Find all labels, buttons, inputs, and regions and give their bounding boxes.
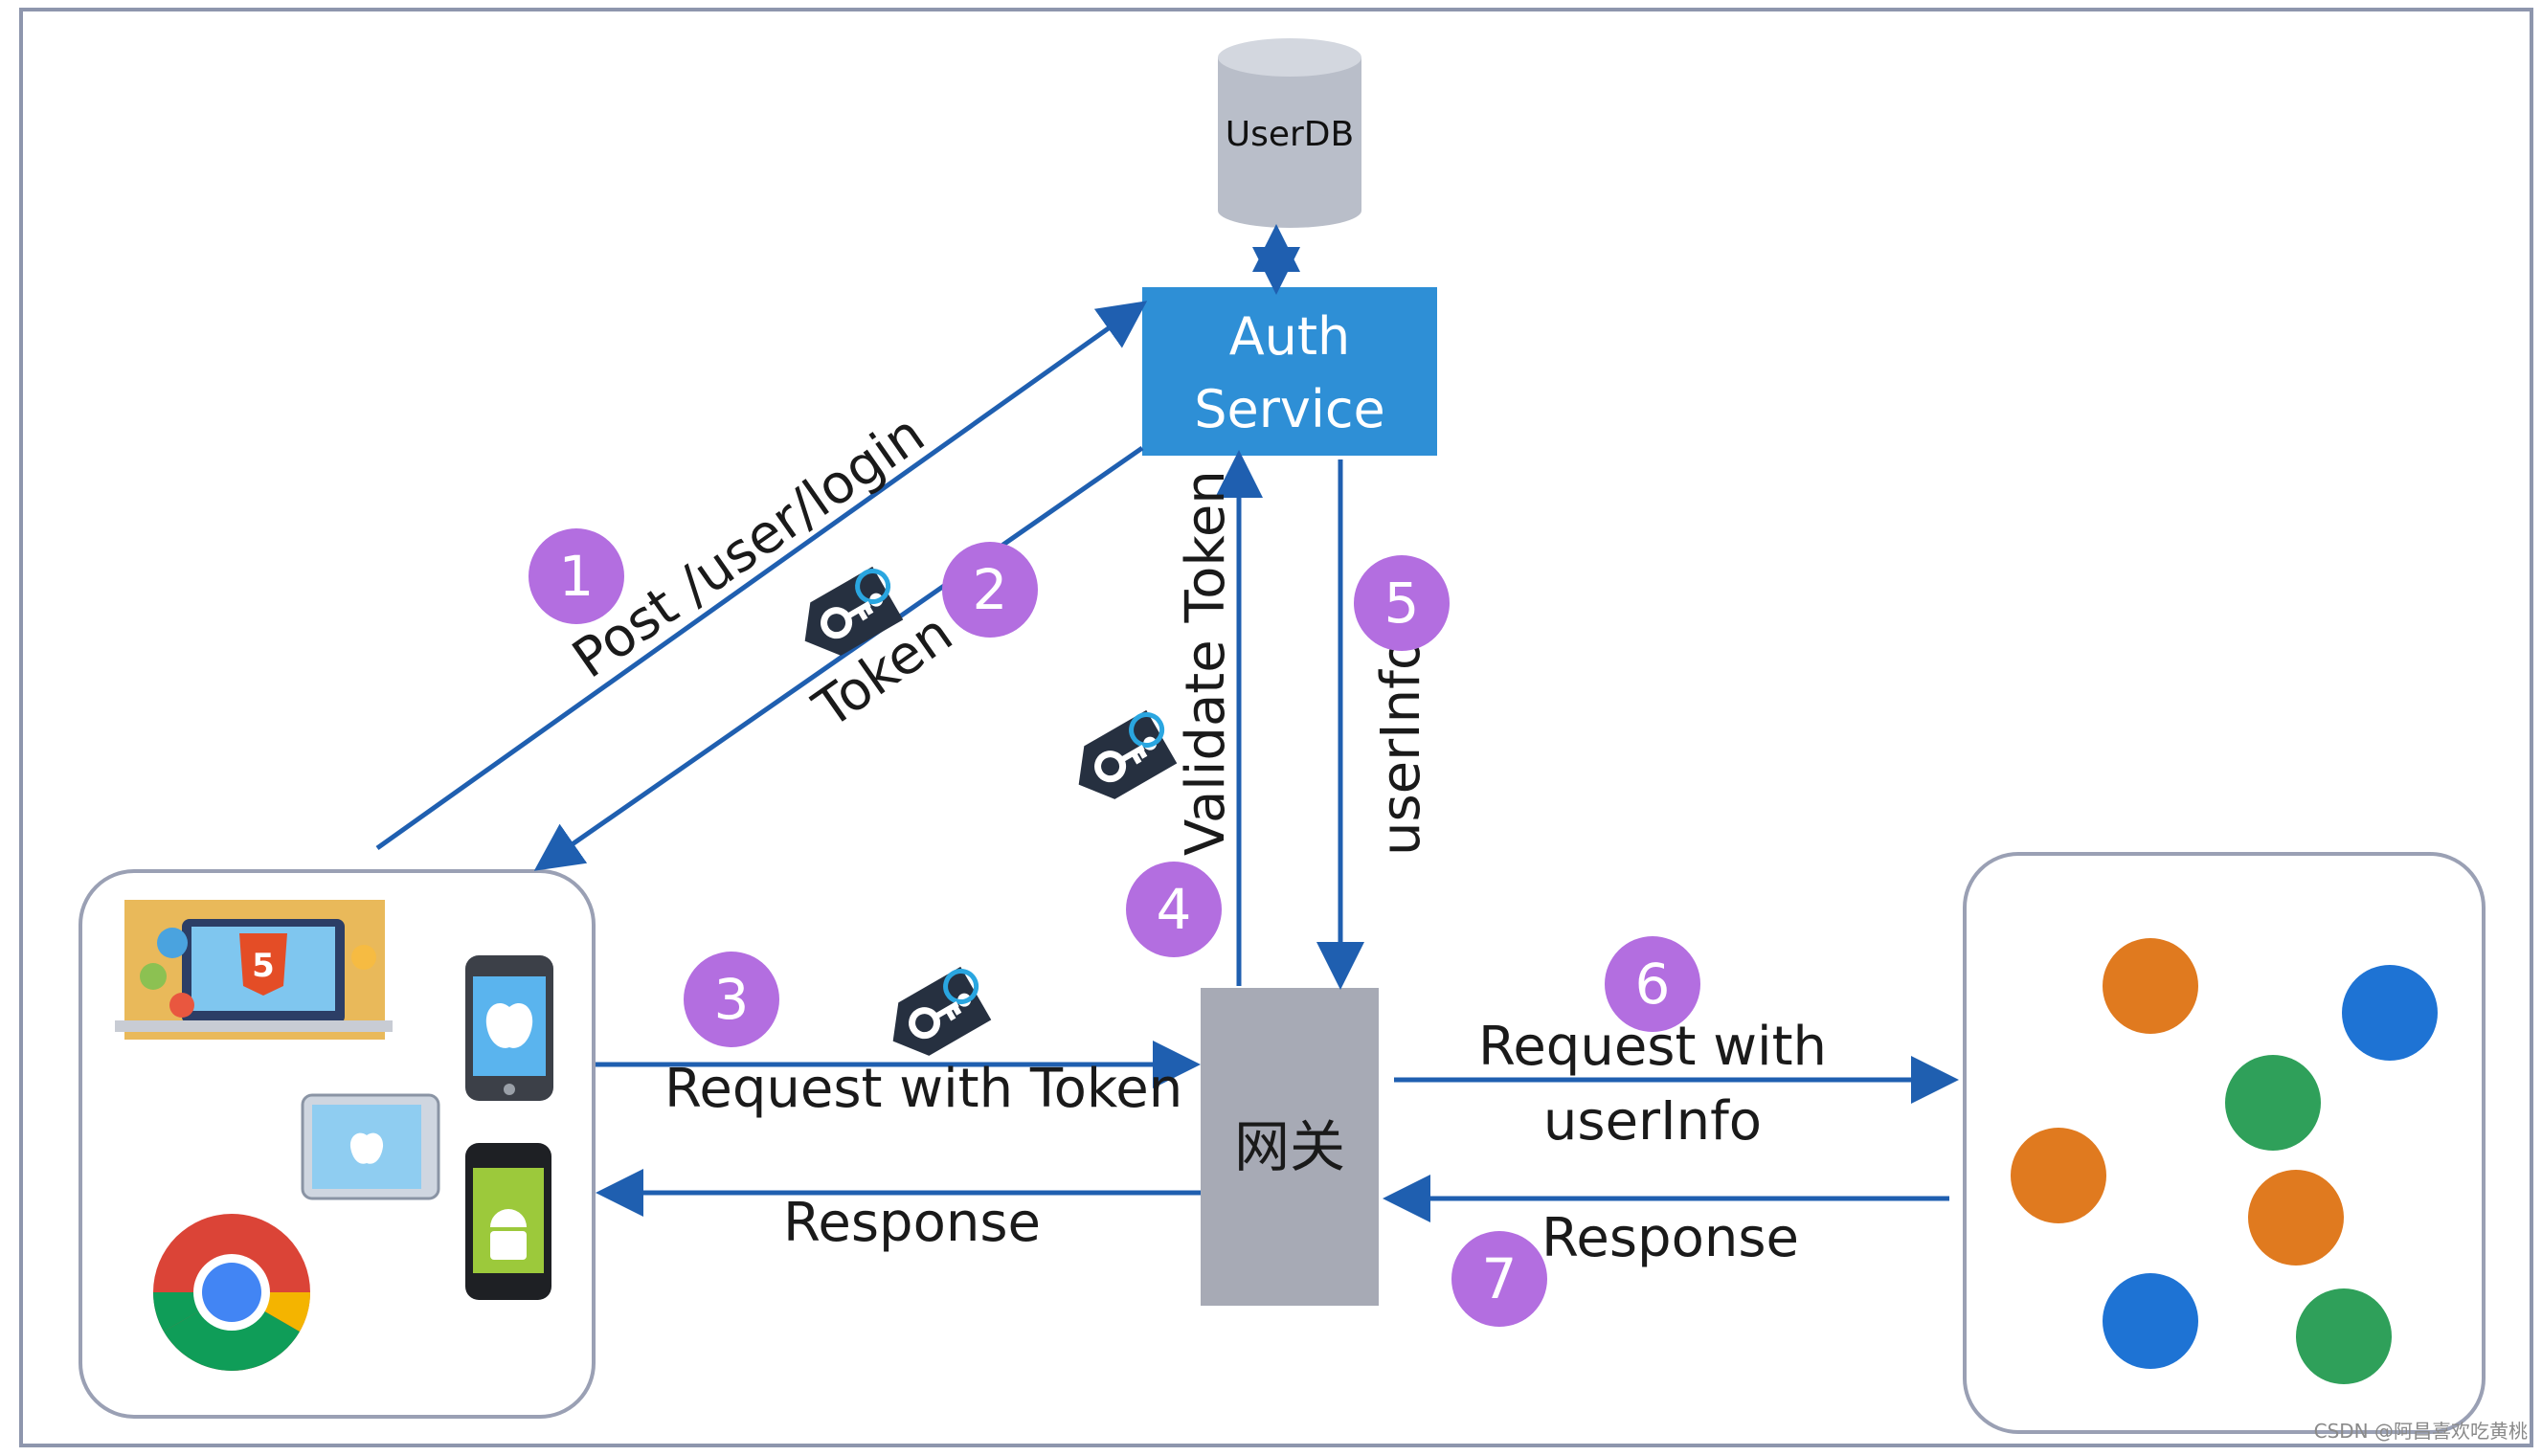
service-dot <box>2103 938 2198 1034</box>
service-dot <box>2296 1288 2392 1384</box>
step-badge-5: 5 <box>1354 555 1450 651</box>
service-dot <box>2011 1128 2106 1223</box>
step-badge-7: 7 <box>1451 1231 1547 1327</box>
step-badge-2: 2 <box>942 542 1038 638</box>
client-box: 5 <box>79 869 596 1419</box>
login-arrow <box>375 301 1148 851</box>
chrome-icon <box>153 1214 310 1371</box>
service-dot <box>2248 1170 2344 1266</box>
userinfo-label: userInfo <box>1370 638 1432 856</box>
userdb-node: UserDB <box>1218 38 1361 228</box>
step-number: 6 <box>1635 952 1671 1017</box>
android-phone-icon <box>465 1143 551 1300</box>
html5-devices-icon: 5 <box>115 900 393 1040</box>
step-badge-6: 6 <box>1605 936 1700 1032</box>
auth-label-line2: Service <box>1194 379 1385 439</box>
step-number: 4 <box>1157 877 1192 942</box>
service-dot <box>2103 1273 2198 1369</box>
request-token-label: Request with Token <box>664 1058 1182 1120</box>
gateway-label: 网关 <box>1234 1114 1345 1179</box>
outer-frame <box>19 8 2533 1447</box>
tablet-apple-icon <box>301 1093 440 1200</box>
auth-service-node: Auth Service <box>1142 287 1437 456</box>
service-dot <box>2225 1055 2321 1151</box>
step-badge-1: 1 <box>529 528 624 624</box>
gateway-node: 网关 <box>1201 988 1379 1306</box>
userdb-label: UserDB <box>1226 115 1354 154</box>
token-arrow <box>533 445 1144 871</box>
step-number: 2 <box>973 557 1008 622</box>
response-client-label: Response <box>783 1192 1041 1254</box>
response-service-label: Response <box>1541 1207 1799 1269</box>
step-number: 3 <box>714 967 750 1032</box>
services-box <box>1963 852 2486 1434</box>
request-userinfo-label-line2: userInfo <box>1543 1090 1762 1153</box>
key-tag-icon <box>878 964 997 1067</box>
step-number: 7 <box>1482 1246 1518 1311</box>
key-tag-icon <box>1064 707 1182 811</box>
iphone-apple-icon <box>465 955 553 1101</box>
validate-label: Validate Token <box>1175 470 1237 856</box>
svg-text:5: 5 <box>252 947 275 985</box>
step-number: 1 <box>559 544 595 609</box>
auth-label-line1: Auth <box>1229 306 1351 367</box>
service-dot <box>2342 965 2438 1061</box>
step-badge-3: 3 <box>684 952 779 1047</box>
watermark: CSDN @阿昌喜欢吃黄桃 <box>2314 1420 2528 1443</box>
step-number: 5 <box>1384 571 1420 636</box>
step-badge-4: 4 <box>1126 862 1222 957</box>
